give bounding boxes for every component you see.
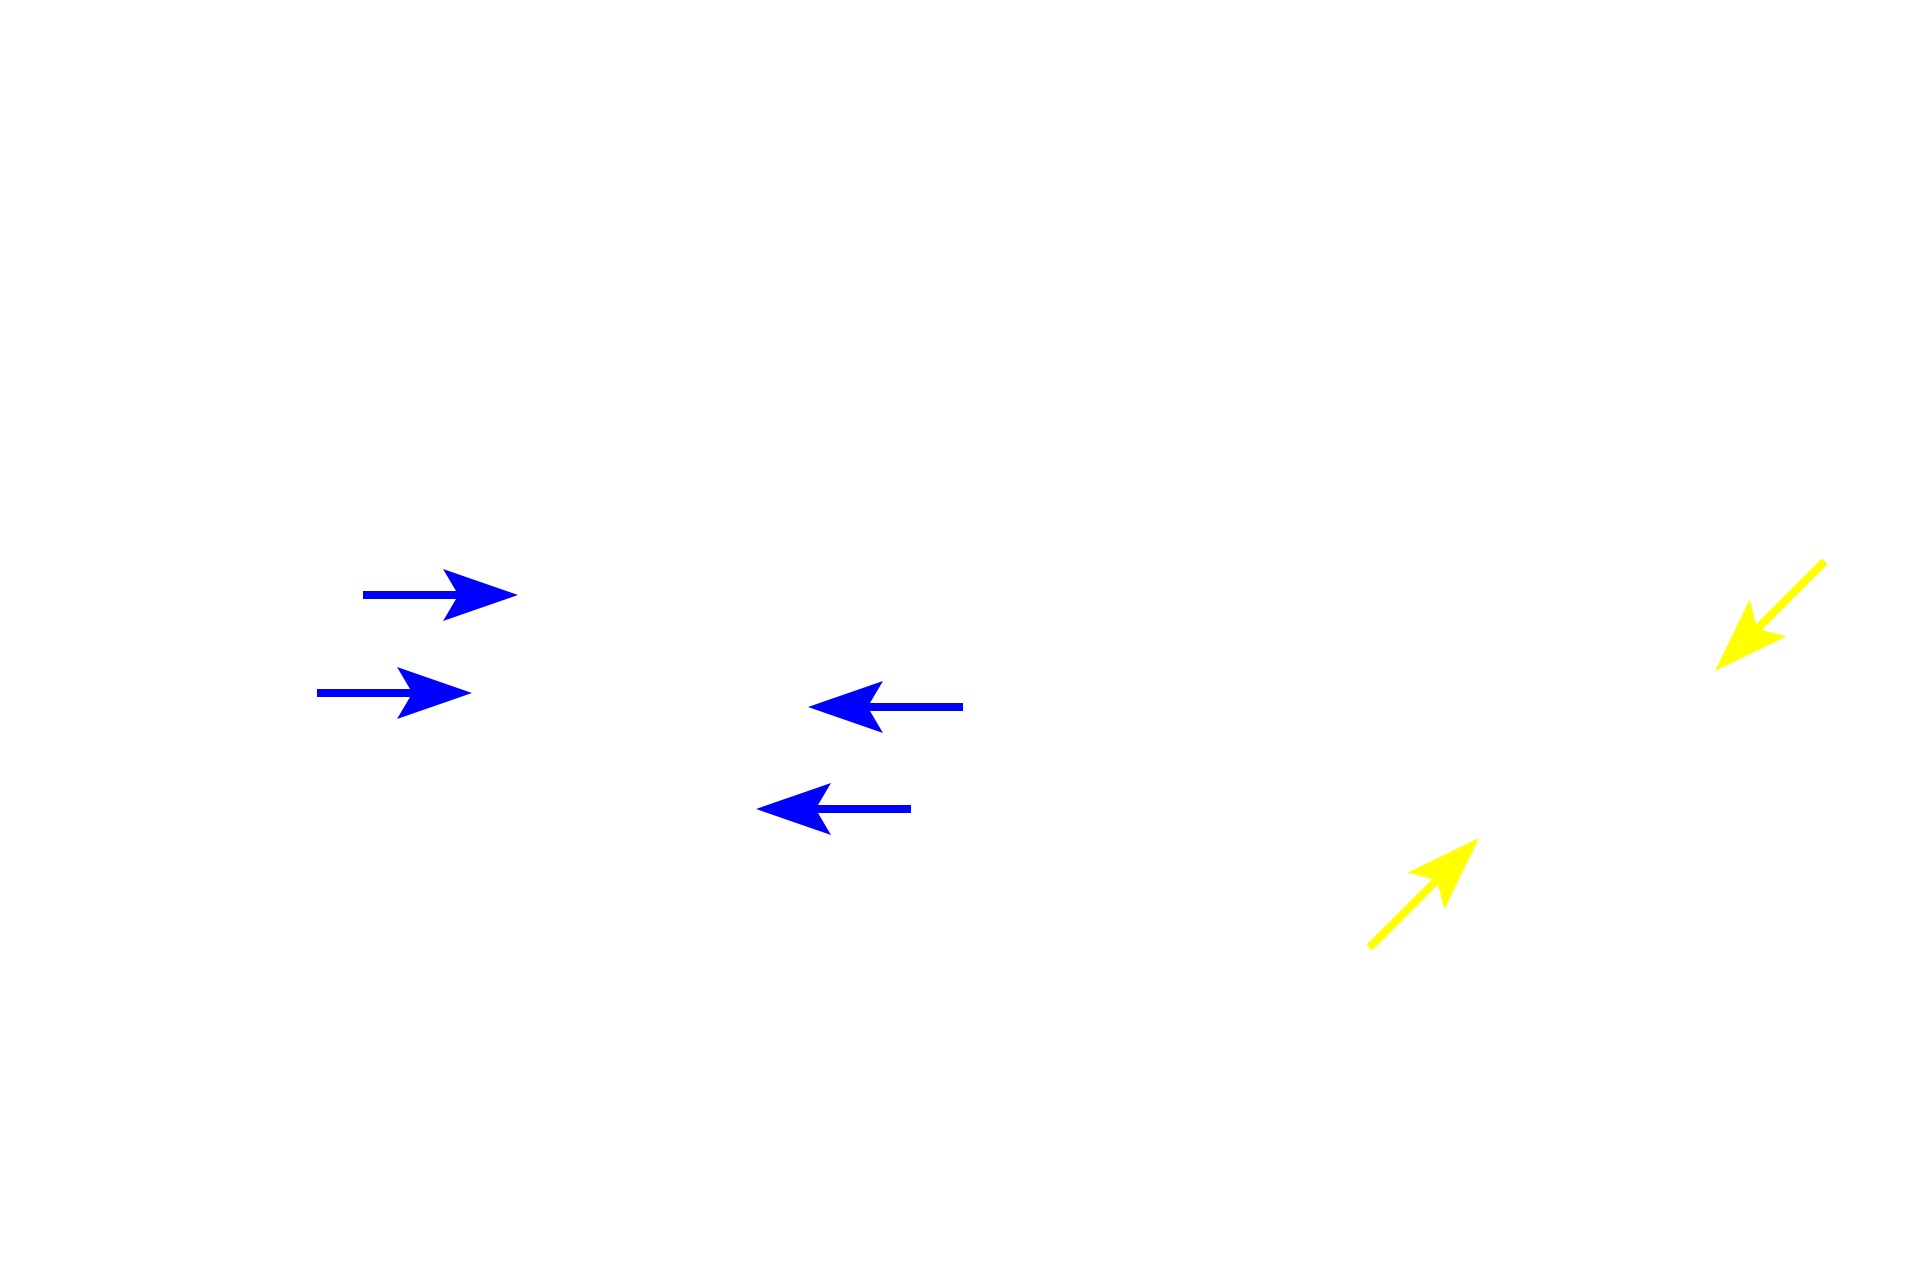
- blue-arrow-2: [317, 667, 472, 719]
- arrow-right-icon: [317, 667, 472, 719]
- blue-arrow-3: [808, 681, 963, 733]
- blue-arrow-4: [756, 783, 911, 835]
- arrow-left-icon: [808, 681, 963, 733]
- arrow-down-left-icon: [1715, 558, 1828, 671]
- arrow-left-icon: [756, 783, 911, 835]
- yellow-arrow-2: [1366, 838, 1479, 951]
- arrow-layer: [317, 558, 1828, 951]
- yellow-arrow-1: [1715, 558, 1828, 671]
- arrow-right-icon: [363, 569, 518, 621]
- arrow-up-right-icon: [1366, 838, 1479, 951]
- blue-arrow-1: [363, 569, 518, 621]
